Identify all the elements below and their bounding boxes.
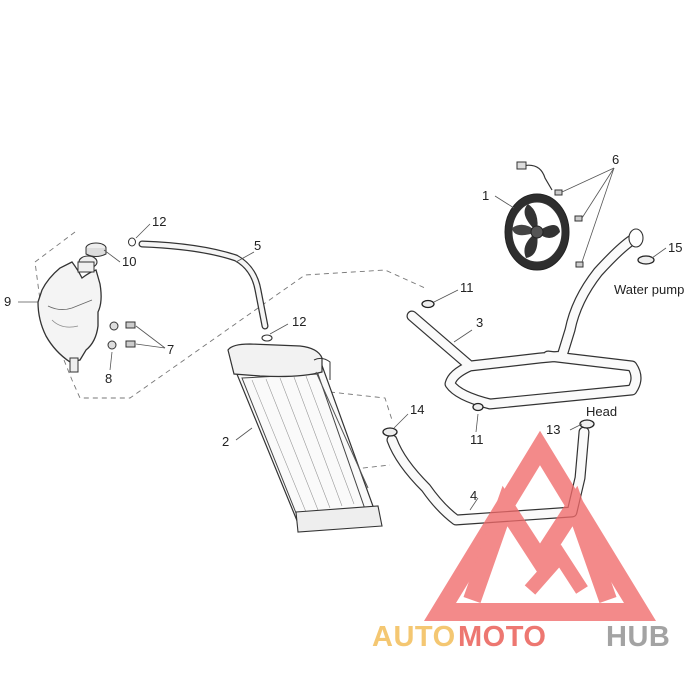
callout-15: 15 bbox=[668, 240, 682, 255]
watermark-logo bbox=[423, 430, 657, 621]
callout-10: 10 bbox=[122, 254, 136, 269]
watermark: AUTO MOTO HUB bbox=[372, 430, 670, 653]
callout-9: 9 bbox=[4, 294, 11, 309]
expansion-tank bbox=[37, 255, 102, 373]
callout-2: 2 bbox=[222, 434, 229, 449]
watermark-hub: HUB bbox=[606, 621, 670, 653]
head-hose-clips bbox=[382, 419, 595, 437]
assembly-outlines bbox=[34, 231, 426, 471]
callout-3: 3 bbox=[476, 315, 483, 330]
callout-12-left: 12 bbox=[152, 214, 166, 229]
radiator bbox=[227, 343, 383, 533]
screws-and-grommets bbox=[107, 321, 136, 350]
callout-4: 4 bbox=[470, 488, 477, 503]
callout-1: 1 bbox=[482, 188, 489, 203]
hose-clips bbox=[421, 255, 655, 412]
callout-12-radiator: 12 bbox=[292, 314, 306, 329]
cooling-fan bbox=[504, 161, 570, 271]
callout-8: 8 bbox=[105, 371, 112, 386]
clip-12-left bbox=[128, 237, 136, 247]
part-numbers: 1 2 3 4 5 6 7 8 9 10 11 11 12 12 13 14 1… bbox=[4, 152, 684, 503]
fan-screws bbox=[554, 189, 584, 268]
filler-cap bbox=[85, 242, 107, 257]
clip-12-radiator bbox=[261, 334, 273, 342]
watermark-moto: MOTO bbox=[458, 621, 546, 653]
watermark-auto: AUTO bbox=[372, 621, 456, 653]
leader-lines bbox=[18, 167, 667, 511]
callout-7: 7 bbox=[167, 342, 174, 357]
note-water-pump: Water pump bbox=[614, 282, 684, 297]
callout-14: 14 bbox=[410, 402, 424, 417]
callout-5: 5 bbox=[254, 238, 261, 253]
callout-11-lower: 11 bbox=[470, 432, 484, 447]
note-head: Head bbox=[586, 404, 617, 419]
callout-13: 13 bbox=[546, 422, 560, 437]
callout-6: 6 bbox=[612, 152, 619, 167]
callout-11-upper: 11 bbox=[460, 280, 474, 295]
